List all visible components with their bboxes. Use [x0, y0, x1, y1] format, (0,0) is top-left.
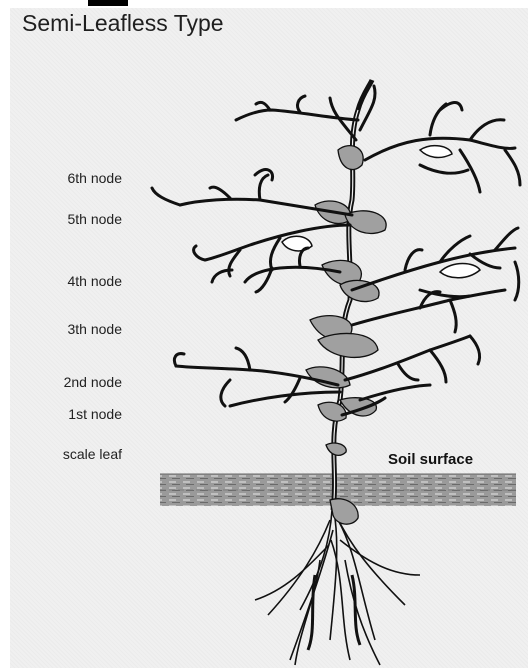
stipules	[306, 146, 386, 525]
roots	[255, 510, 420, 665]
tendrils	[152, 86, 520, 415]
